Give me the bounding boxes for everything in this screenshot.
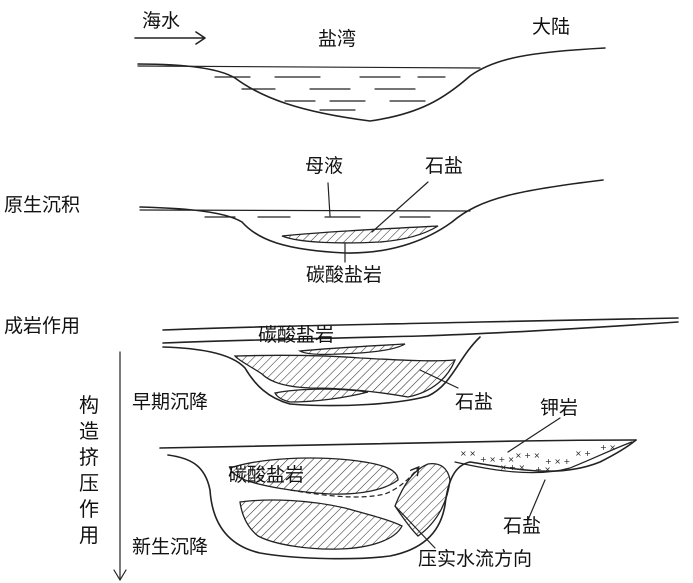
mother-liquor-label: 母液 [305, 155, 344, 177]
rock-salt-label-3: 石盐 [455, 391, 494, 413]
new-subsidence-label: 新生沉降 [132, 536, 209, 558]
svg-text:× + ×: × + × [500, 463, 525, 472]
rock-salt-label-2: 石盐 [425, 155, 464, 177]
potash-label: 钾岩 [540, 397, 579, 419]
primary-deposition-label: 原生沉积 [4, 194, 81, 216]
svg-text:× ×: × × [460, 449, 476, 458]
land-label: 大陆 [532, 16, 571, 38]
stage3-diagram [162, 317, 679, 407]
seawater-label: 海水 [142, 10, 181, 32]
stage2-water-surface [139, 209, 471, 212]
stage4-basin-profile [167, 439, 637, 560]
flow-direction-leader [394, 505, 436, 549]
stage3-rock-salt-lower [274, 388, 369, 403]
carbonate-label-2: 碳酸盐岩 [306, 264, 383, 286]
stage1-basin-profile [137, 47, 606, 122]
potash-leader [507, 417, 561, 453]
stage3-rock-salt-main [233, 354, 456, 398]
stage4-compaction-flow [289, 468, 418, 498]
stage4-carbonate-dome [229, 457, 399, 495]
stage3-carbonate-cap [297, 343, 406, 356]
seawater-arrow [134, 31, 206, 45]
svg-text:+ × + ×: + × + × [480, 455, 514, 464]
stage4-diagram: × × + × + × × + × + × + × + × + × + × + … [159, 417, 637, 560]
stage3-upper-layer [162, 321, 679, 344]
carbonate-label-4: 碳酸盐岩 [228, 464, 305, 486]
rock-salt-leader-2 [371, 181, 429, 233]
stage4-top-surface [159, 439, 637, 449]
carbonate-label-3: 碳酸盐岩 [258, 324, 335, 346]
stage1-water-dashes [214, 76, 446, 111]
rock-salt-leader-4 [527, 479, 546, 521]
diagenesis-label: 成岩作用 [4, 315, 81, 337]
stage1-diagram [134, 31, 606, 122]
rock-salt-leader-3 [419, 369, 459, 389]
stage4-rock-salt-left [239, 499, 403, 550]
stage2-diagram [139, 179, 604, 263]
stage3-top-surface [162, 317, 679, 331]
svg-text:× + ×: × + × [515, 451, 540, 460]
stage4-potash-symbols: × × + × + × × + × + × + × + × + × + × + … [460, 443, 616, 474]
rock-salt-label-4: 石盐 [503, 515, 542, 537]
svg-text:+ × +: + × + [545, 457, 570, 466]
mother-liquor-leader [327, 182, 331, 217]
tectonic-arrow [113, 351, 127, 582]
compaction-flow-label: 压实水流方向 [418, 548, 533, 570]
svg-text:+ ×: + × [600, 443, 616, 452]
stage2-rock-salt-layer [281, 225, 439, 244]
stage4-potash-layer [454, 441, 633, 474]
bay-label: 盐湾 [318, 28, 357, 50]
stage4-rock-salt-band [394, 462, 451, 537]
svg-text:+ ×: + × [535, 465, 551, 474]
early-subsidence-label: 早期沉降 [132, 391, 209, 413]
tectonic-compression-label: 构造挤压作用 [79, 393, 99, 547]
stage1-water-surface [137, 65, 481, 69]
svg-text:× +: × + [575, 449, 591, 458]
